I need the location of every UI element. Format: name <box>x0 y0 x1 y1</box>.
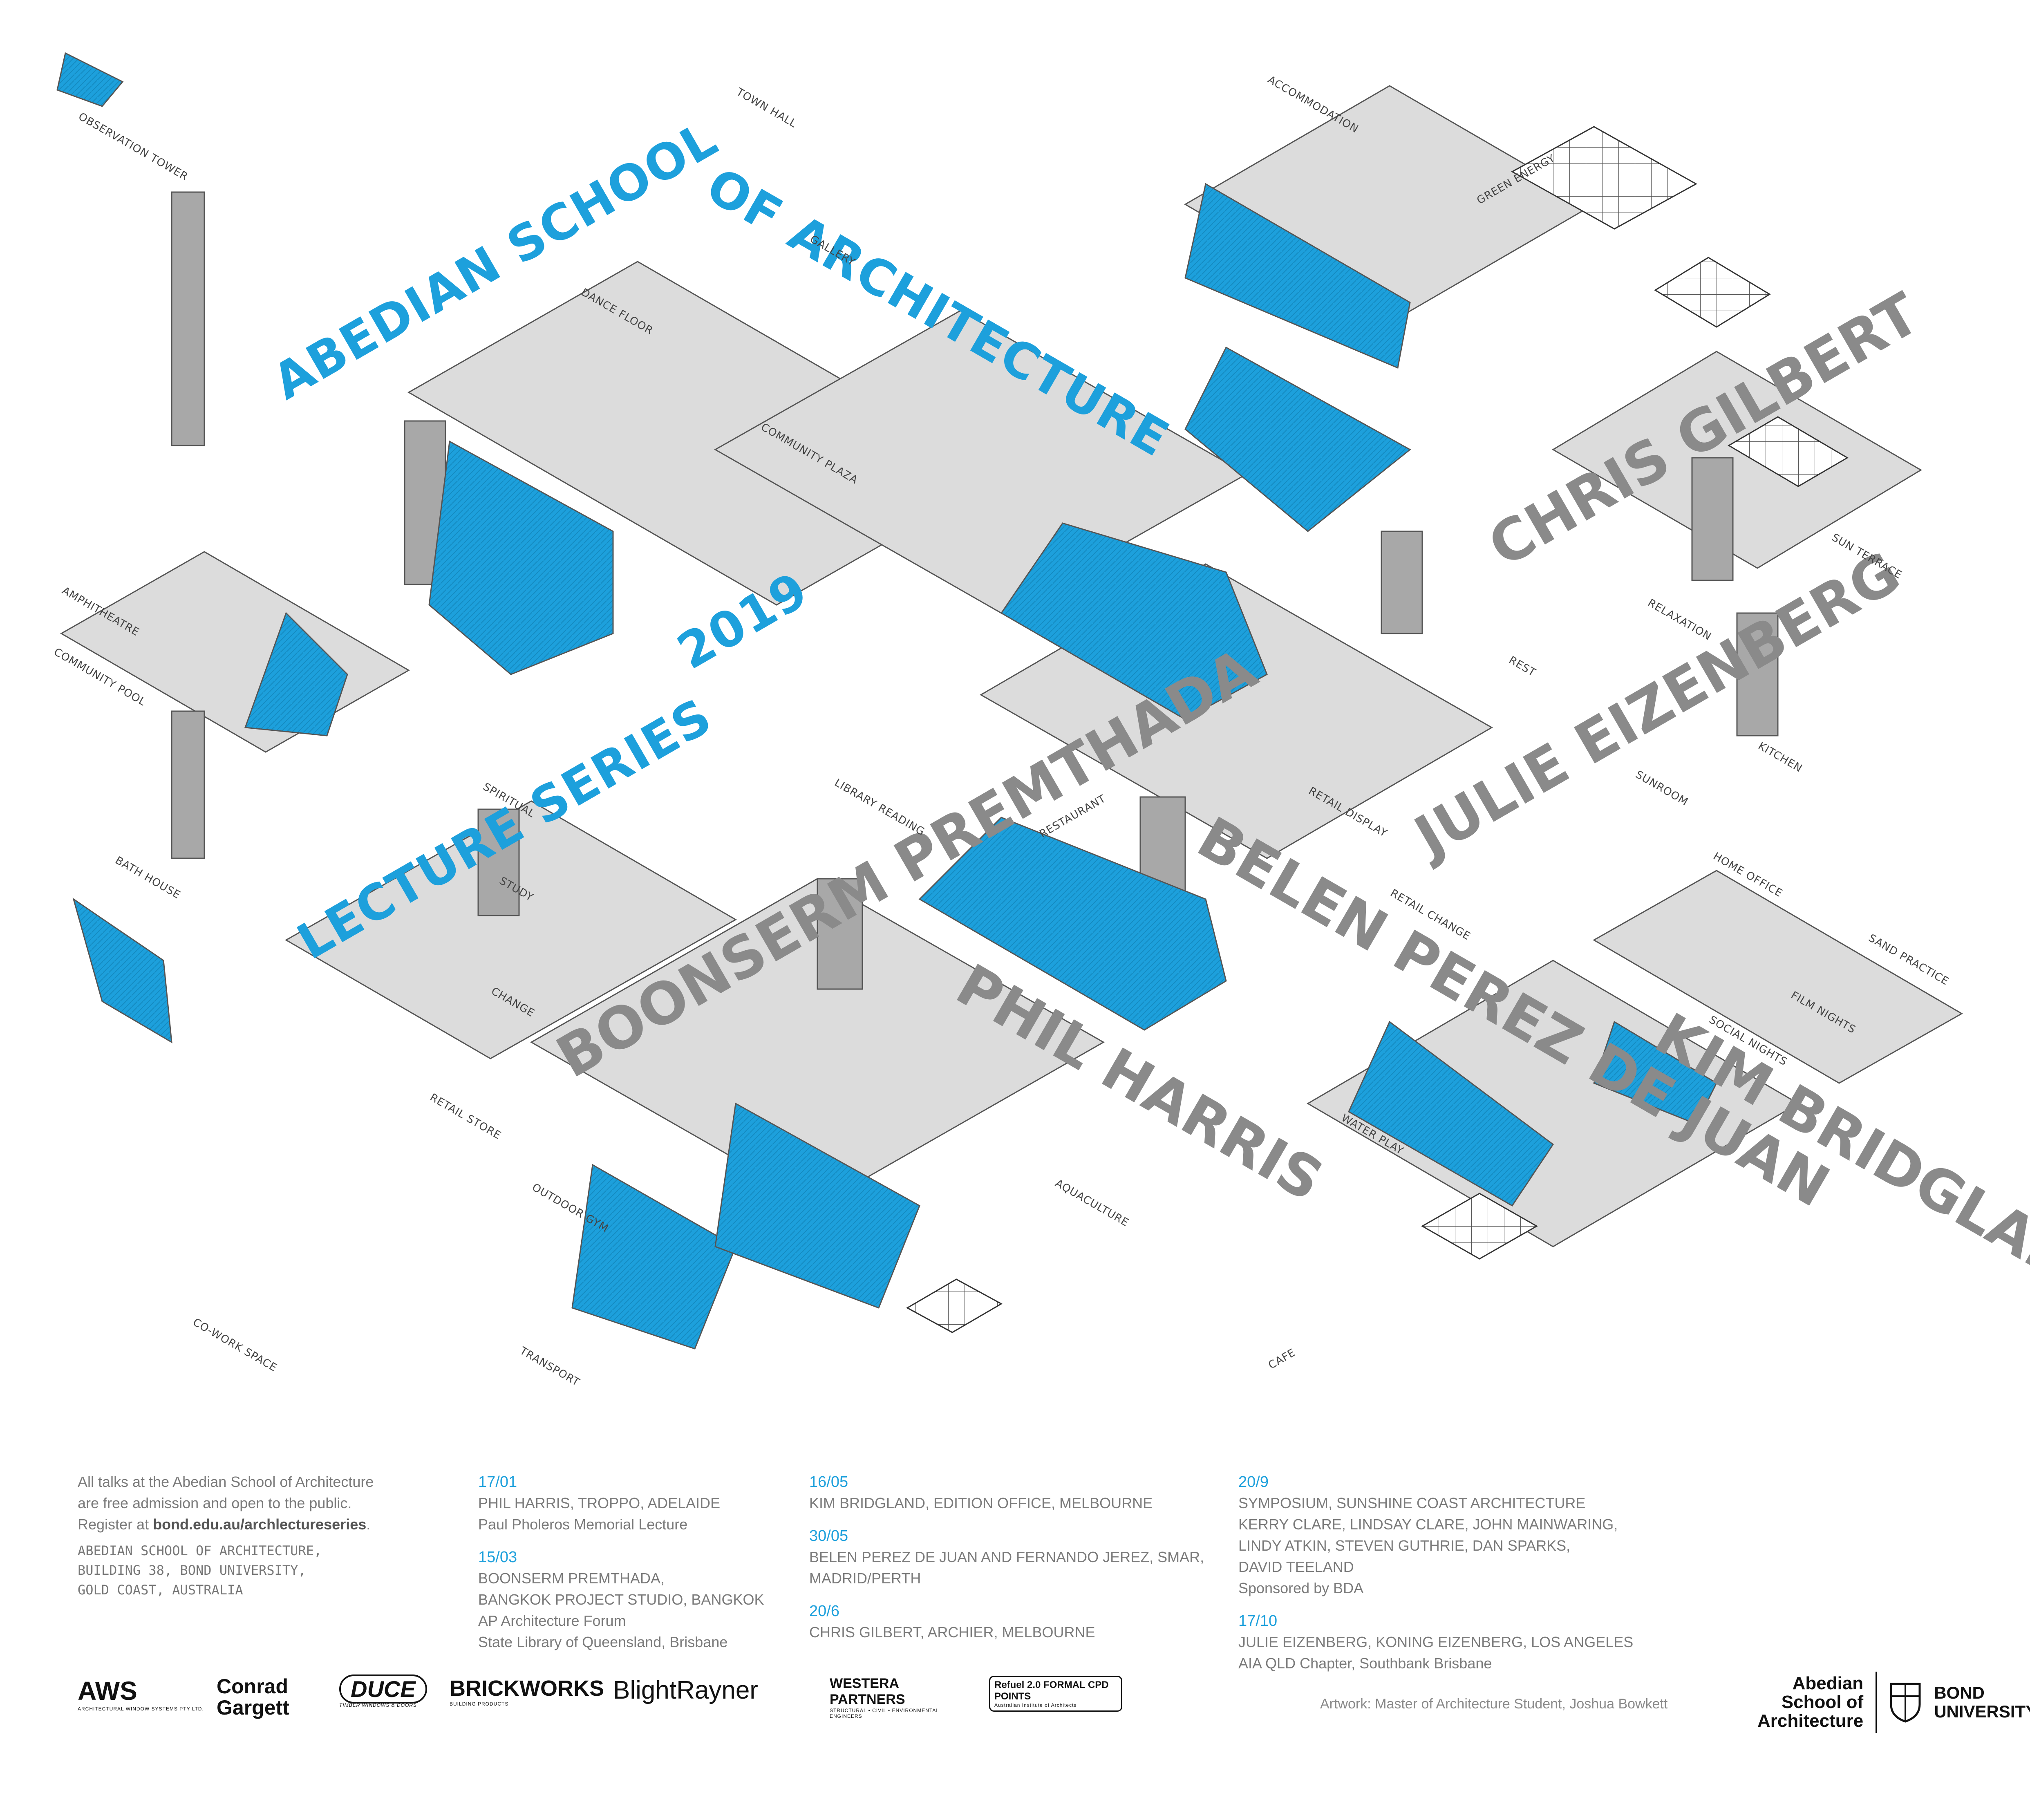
intro-text: All talks at the Abedian School of Archi… <box>78 1471 445 1535</box>
svg-text:REST: REST <box>1507 654 1538 679</box>
abedian-school-logo: Abedian School of Architecture <box>1757 1673 1864 1731</box>
address-line: BUILDING 38, BOND UNIVERSITY, <box>78 1563 306 1578</box>
bond-university-logo: BOND UNIVERSITY <box>1934 1683 2030 1721</box>
svg-text:CO-WORK SPACE: CO-WORK SPACE <box>191 1316 279 1374</box>
svg-text:RETAIL STORE: RETAIL STORE <box>428 1091 504 1142</box>
svg-text:TRANSPORT: TRANSPORT <box>517 1345 582 1389</box>
address-line: GOLD COAST, AUSTRALIA <box>78 1582 243 1598</box>
lectures-column-3: 20/9 SYMPOSIUM, SUNSHINE COAST ARCHITECT… <box>1238 1471 1647 1686</box>
bond-branding: Abedian School of Architecture BOND UNIV… <box>1757 1672 2030 1733</box>
svg-text:SUNROOM: SUNROOM <box>1634 768 1690 808</box>
lecture-info: All talks at the Abedian School of Archi… <box>0 1455 2030 1820</box>
address: ABEDIAN SCHOOL OF ARCHITECTURE, BUILDING… <box>78 1541 364 1600</box>
water-pools <box>56 52 1717 1350</box>
lecture-entry: 20/9 SYMPOSIUM, SUNSHINE COAST ARCHITECT… <box>1238 1473 1618 1596</box>
register-line: Register at bond.edu.au/archlectureserie… <box>78 1516 371 1533</box>
bond-crest-icon <box>1890 1683 1921 1723</box>
svg-text:BATH HOUSE: BATH HOUSE <box>113 854 183 902</box>
artwork-credit: Artwork: Master of Architecture Student,… <box>1320 1696 1668 1712</box>
svg-text:ACCOMMODATION: ACCOMMODATION <box>1266 74 1361 136</box>
register-link[interactable]: bond.edu.au/archlectureseries <box>153 1516 367 1533</box>
svg-text:KITCHEN: KITCHEN <box>1756 740 1805 775</box>
lecture-entry: 30/05 BELEN PEREZ DE JUAN AND FERNANDO J… <box>809 1527 1204 1587</box>
lecture-entry: 17/10 JULIE EIZENBERG, KONING EIZENBERG,… <box>1238 1612 1634 1672</box>
svg-text:LIBRARY READING: LIBRARY READING <box>833 777 927 838</box>
svg-text:RELAXATION: RELAXATION <box>1646 597 1714 643</box>
green-energy-grids <box>906 126 1849 1333</box>
svg-text:OBSERVATION TOWER: OBSERVATION TOWER <box>76 110 190 183</box>
svg-text:AQUACULTURE: AQUACULTURE <box>1053 1177 1131 1229</box>
svg-text:JULIE EIZENBERG: JULIE EIZENBERG <box>1401 539 1911 872</box>
lecture-entry: 20/6 CHRIS GILBERT, ARCHIER, MELBOURNE <box>809 1603 1095 1641</box>
intro-line: are free admission and open to the publi… <box>78 1495 352 1511</box>
lecture-entry: 16/05 KIM BRIDGLAND, EDITION OFFICE, MEL… <box>809 1473 1153 1511</box>
svg-text:TOWN HALL: TOWN HALL <box>734 86 799 130</box>
isometric-artwork: ABEDIAN SCHOOL OF ARCHITECTURE 2019 LECT… <box>52 52 2030 1389</box>
lecture-entry: 15/03 BOONSERM PREMTHADA, BANGKOK PROJEC… <box>478 1549 764 1650</box>
sponsor-conrad-gargett-logo: Conrad Gargett <box>217 1675 289 1719</box>
intro-line: All talks at the Abedian School of Archi… <box>78 1473 374 1490</box>
lectures-column-1: 17/01 PHIL HARRIS, TROPPO, ADELAIDE Paul… <box>478 1471 805 1664</box>
sponsor-blightrayner-logo: BlightRayner <box>613 1676 758 1704</box>
address-line: ABEDIAN SCHOOL OF ARCHITECTURE, <box>78 1543 322 1558</box>
lecture-entry: 17/01 PHIL HARRIS, TROPPO, ADELAIDE Paul… <box>478 1473 721 1533</box>
speaker-julie-eizenberg: JULIE EIZENBERG <box>1401 539 1911 872</box>
lectures-column-2: 16/05 KIM BRIDGLAND, EDITION OFFICE, MEL… <box>809 1471 1218 1654</box>
logo-divider <box>1876 1672 1877 1733</box>
svg-text:CAFE: CAFE <box>1267 1346 1298 1372</box>
